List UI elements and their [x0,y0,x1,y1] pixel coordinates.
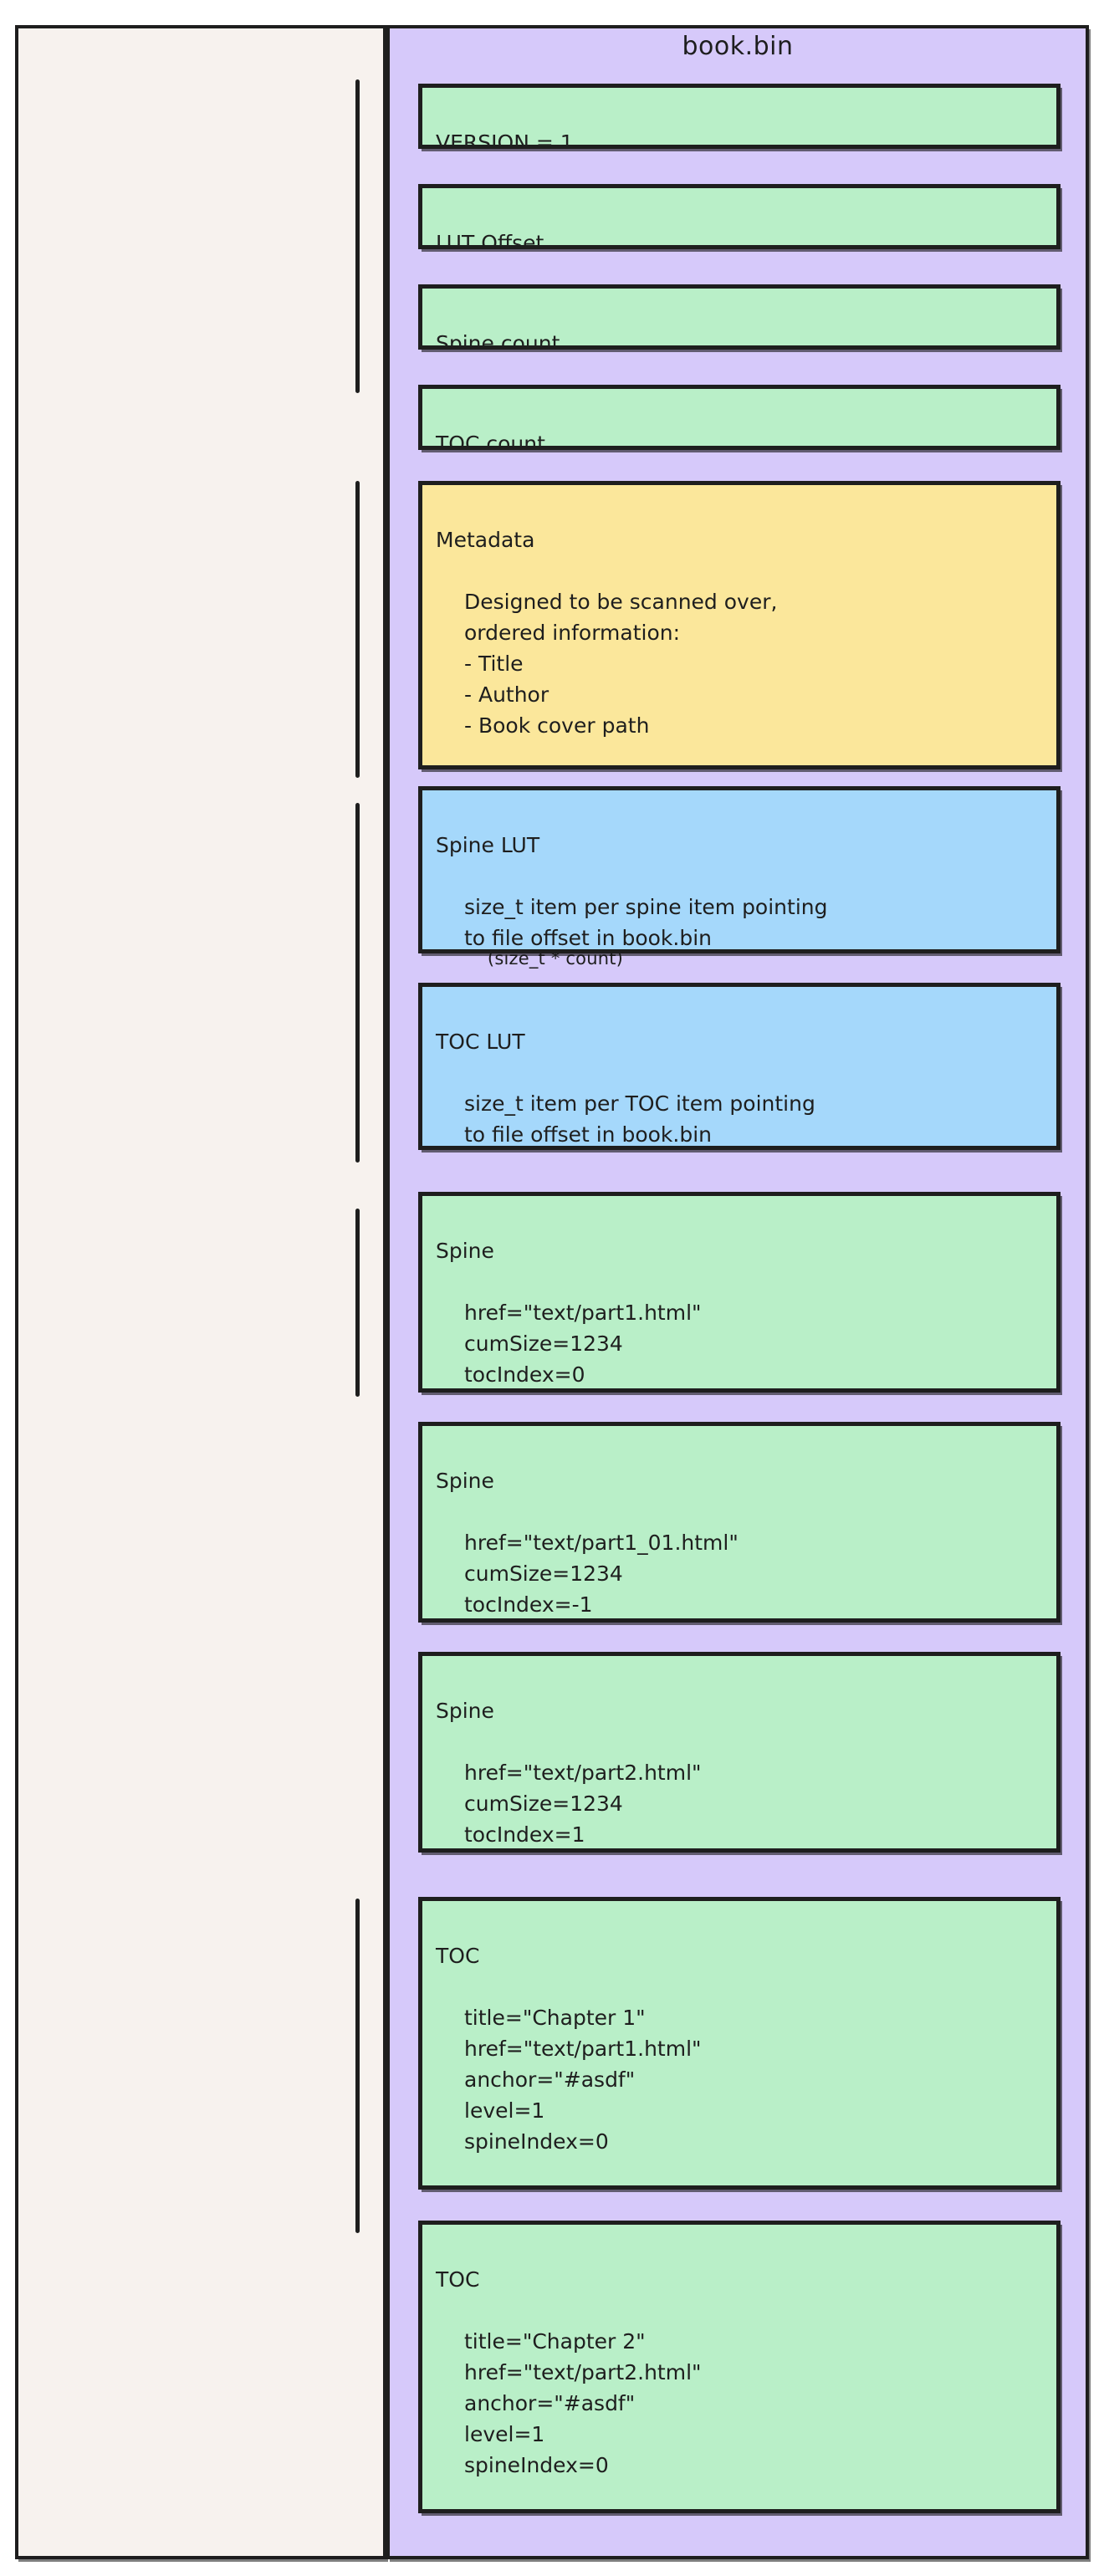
record-header: TOC count [436,432,545,450]
record-box-spine-count[interactable]: Spine count [418,284,1061,350]
record-box-version[interactable]: VERSION = 1 [418,84,1061,149]
record-header: Spine [436,1239,494,1263]
record-body: size_t item per TOC item pointing to fil… [464,1091,815,1147]
record-box-toc-1[interactable]: TOC title="Chapter 1" href="text/part1.h… [418,1897,1061,2190]
file-title: book.bin [682,32,794,61]
record-body: title="Chapter 2" href="text/part2.html"… [464,2329,702,2477]
annotation-panel [15,25,386,2559]
record-body: href="text/part1.html" cumSize=1234 tocI… [464,1301,702,1387]
record-box-lut-offset[interactable]: LUT Offset [418,184,1061,249]
bracket-fixed-size [355,79,360,393]
record-header: Metadata [436,528,535,552]
record-header: Spine LUT [436,833,540,857]
record-box-toc-2[interactable]: TOC title="Chapter 2" href="text/part2.h… [418,2221,1061,2513]
record-box-spine-3[interactable]: Spine href="text/part2.html" cumSize=123… [418,1652,1061,1853]
record-header: TOC [436,1944,480,1968]
record-box-spine-2[interactable]: Spine href="text/part1_01.html" cumSize=… [418,1422,1061,1623]
record-box-toc-lut[interactable]: TOC LUT size_t item per TOC item pointin… [418,983,1061,1150]
record-header: Spine [436,1699,494,1723]
record-body: title="Chapter 1" href="text/part1.html"… [464,2006,702,2154]
record-body: href="text/part1_01.html" cumSize=1234 t… [464,1531,739,1617]
record-header: TOC LUT [436,1030,525,1054]
record-header: Spine [436,1469,494,1493]
record-header: LUT Offset [436,231,544,249]
bracket-variable-size-title [355,1899,360,2233]
record-body: href="text/part2.html" cumSize=1234 tocI… [464,1761,702,1847]
record-box-spine-lut[interactable]: Spine LUT size_t item per spine item poi… [418,786,1061,953]
record-box-spine-1[interactable]: Spine href="text/part1.html" cumSize=123… [418,1192,1061,1393]
record-header: Spine count [436,331,560,350]
record-box-metadata[interactable]: Metadata Designed to be scanned over, or… [418,481,1061,769]
bracket-variable-size-href [355,1209,360,1397]
bracket-knowable-variable-size [355,803,360,1163]
record-header: TOC [436,2267,480,2292]
record-body: Designed to be scanned over, ordered inf… [464,590,778,738]
bracket-variable-fixed-start [355,481,360,778]
record-body: size_t item per spine item pointing to f… [464,895,828,950]
record-box-toc-count[interactable]: TOC count [418,385,1061,450]
record-header: VERSION = 1 [436,130,574,149]
